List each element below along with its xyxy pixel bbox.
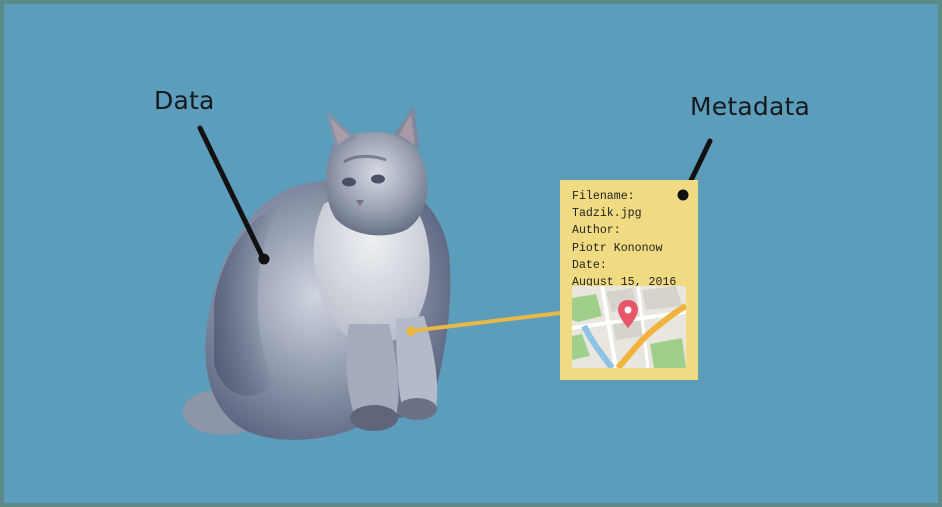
metadata-line-filename-key: Filename: bbox=[572, 188, 676, 205]
cat-paw-left bbox=[350, 405, 398, 431]
diagram-graphics bbox=[4, 4, 942, 507]
data-pointer-dot bbox=[259, 254, 270, 265]
metadata-line-author-key: Author: bbox=[572, 222, 676, 239]
map-thumbnail-icon bbox=[572, 286, 686, 368]
metadata-line-date-key: Date: bbox=[572, 257, 676, 274]
metadata-label: Metadata bbox=[690, 92, 810, 121]
cat-eye-right bbox=[371, 175, 385, 184]
cat-eye-left bbox=[342, 178, 356, 187]
data-pointer-line bbox=[200, 128, 263, 258]
data-label: Data bbox=[154, 86, 215, 115]
cat-head bbox=[326, 132, 427, 235]
metadata-line-author-value: Piotr Kononow bbox=[572, 240, 676, 257]
connector-dot bbox=[406, 326, 416, 336]
cat-photo bbox=[183, 106, 450, 440]
metadata-line-filename-value: Tadzik.jpg bbox=[572, 205, 676, 222]
cat-paw-right bbox=[397, 398, 437, 420]
